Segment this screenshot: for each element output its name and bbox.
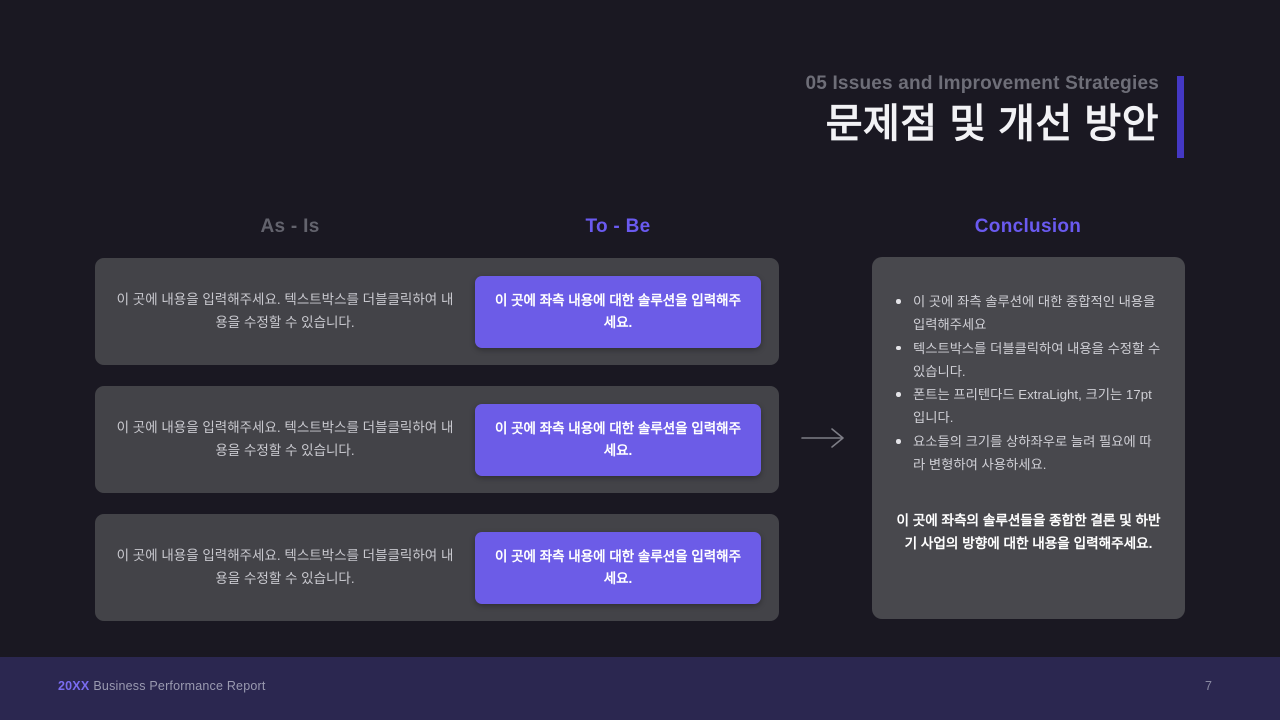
list-item: 요소들의 크기를 상하좌우로 늘려 필요에 따라 변형하여 사용하세요. [894, 431, 1163, 477]
arrow-right-icon [800, 424, 848, 452]
comparison-rows: 이 곳에 내용을 입력해주세요. 텍스트박스를 더블클릭하여 내용을 수정할 수… [95, 258, 779, 642]
conclusion-panel: 이 곳에 좌측 솔루션에 대한 종합적인 내용을 입력해주세요 텍스트박스를 더… [872, 257, 1185, 619]
as-is-text: 이 곳에 내용을 입력해주세요. 텍스트박스를 더블클릭하여 내용을 수정할 수… [116, 420, 454, 458]
conclusion-bullet-list: 이 곳에 좌측 솔루션에 대한 종합적인 내용을 입력해주세요 텍스트박스를 더… [894, 291, 1163, 477]
slide-header: 05 Issues and Improvement Strategies 문제점… [805, 72, 1184, 158]
as-is-text: 이 곳에 내용을 입력해주세요. 텍스트박스를 더블클릭하여 내용을 수정할 수… [116, 292, 454, 330]
section-eyebrow: 05 Issues and Improvement Strategies [805, 73, 1159, 94]
conclusion-summary: 이 곳에 좌측의 솔루션들을 종합한 결론 및 하반기 사업의 방향에 대한 내… [896, 512, 1161, 552]
to-be-card[interactable]: 이 곳에 좌측 내용에 대한 솔루션을 입력해주세요. [475, 403, 761, 476]
accent-bar [1177, 76, 1184, 158]
comparison-row: 이 곳에 내용을 입력해주세요. 텍스트박스를 더블클릭하여 내용을 수정할 수… [95, 386, 779, 493]
list-item: 이 곳에 좌측 솔루션에 대한 종합적인 내용을 입력해주세요 [894, 291, 1163, 337]
column-headings: As - Is To - Be Conclusion [0, 216, 1280, 244]
footer-label: Business Performance Report [93, 679, 266, 693]
page-title: 문제점 및 개선 방안 [825, 101, 1159, 146]
column-heading-to-be: To - Be [585, 216, 651, 237]
page-number: 7 [1205, 679, 1212, 693]
list-item: 폰트는 프리텐다드 ExtraLight, 크기는 17pt 입니다. [894, 384, 1163, 430]
comparison-row: 이 곳에 내용을 입력해주세요. 텍스트박스를 더블클릭하여 내용을 수정할 수… [95, 258, 779, 365]
comparison-row: 이 곳에 내용을 입력해주세요. 텍스트박스를 더블클릭하여 내용을 수정할 수… [95, 514, 779, 621]
as-is-text: 이 곳에 내용을 입력해주세요. 텍스트박스를 더블클릭하여 내용을 수정할 수… [116, 548, 454, 586]
list-item: 텍스트박스를 더블클릭하여 내용을 수정할 수 있습니다. [894, 338, 1163, 384]
column-heading-conclusion: Conclusion [974, 216, 1082, 237]
to-be-card[interactable]: 이 곳에 좌측 내용에 대한 솔루션을 입력해주세요. [475, 275, 761, 348]
footer-year: 20XX [58, 679, 90, 693]
to-be-card[interactable]: 이 곳에 좌측 내용에 대한 솔루션을 입력해주세요. [475, 531, 761, 604]
column-heading-as-is: As - Is [260, 216, 320, 237]
